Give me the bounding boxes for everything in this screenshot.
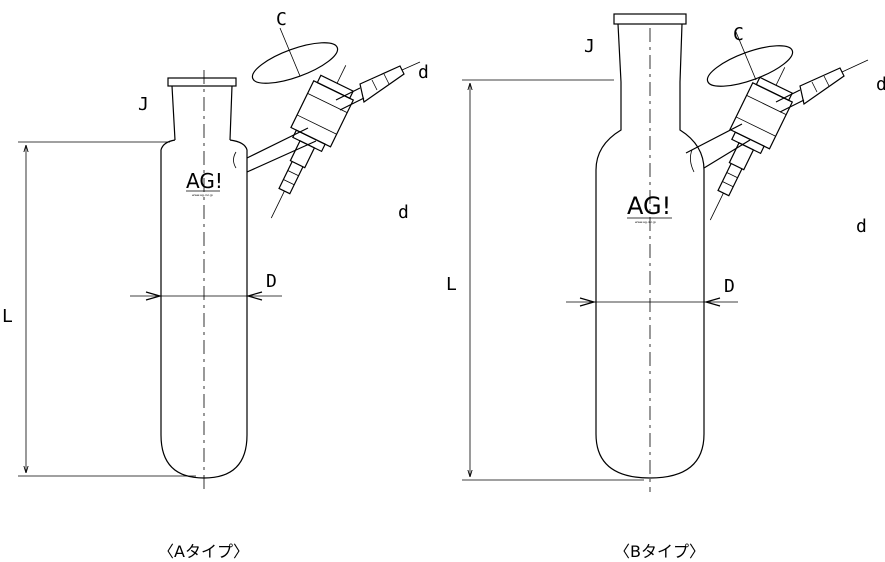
type-a-stopcock-handle [251,42,339,84]
type-b-caption: 〈Bタイプ〉 [614,542,705,561]
type-a-cock-label: C [276,9,287,30]
type-b-hose-label-bottom: d [856,216,867,237]
type-a-side-arm [246,127,317,173]
type-a-stopcock [270,65,355,219]
type-b-cock-label: C [733,24,744,45]
type-b-right-hose [775,59,869,113]
type-b-logo: AG! [627,192,671,220]
type-a-logo-url: www.ag-inc.jp [192,193,213,197]
type-b-diameter-label: D [724,276,735,297]
type-b-logo-url: www.ag-inc.jp [635,220,656,224]
type-a-right-hose [335,61,421,111]
type-b-hose-label-top: d [876,74,885,95]
type-b-length-label: L [446,274,457,295]
type-a-hose-label-bottom: d [398,202,409,223]
type-a-length-label: L [2,306,13,327]
type-a-joint-label: J [138,94,149,115]
type-a-diagram: J C d d AG! www.ag-inc.jp L D 〈Aタイプ〉 [2,9,429,561]
type-a-hose-label-top: d [418,62,429,83]
type-b-joint-label: J [584,36,595,57]
type-b-side-arm [685,123,751,169]
type-b-tube-body [595,82,705,479]
type-b-stopcock [709,67,794,221]
type-a-ground-joint [167,77,237,87]
type-a-diameter-label: D [266,271,277,292]
type-a-caption: 〈Aタイプ〉 [158,542,249,561]
type-b-stopcock-handle [706,45,794,87]
type-a-logo: AG! [186,169,223,193]
type-b-ground-joint [613,13,687,25]
type-b-diagram: J C d d AG! www.ag-inc.jp L D 〈Bタイプ〉 [446,13,885,561]
